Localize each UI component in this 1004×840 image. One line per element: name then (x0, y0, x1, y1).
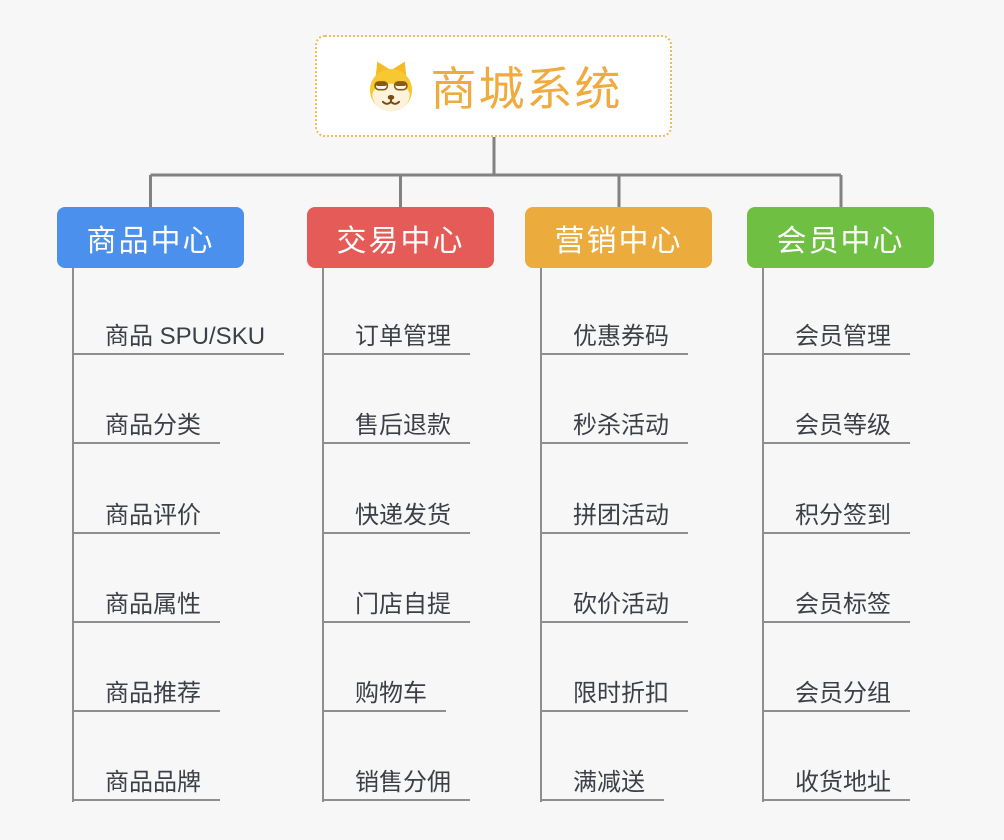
shiba-dog-icon (369, 61, 412, 112)
root-title: 商城系统 (430, 63, 623, 115)
leaf-node[interactable]: 售后退款 (322, 404, 470, 444)
leaf-node[interactable]: 限时折扣 (540, 672, 688, 712)
branch-trunk-line (540, 268, 542, 802)
leaf-node[interactable]: 优惠券码 (540, 315, 688, 355)
leaf-node[interactable]: 订单管理 (322, 315, 470, 355)
leaf-node[interactable]: 商品评价 (72, 494, 220, 534)
leaf-node[interactable]: 会员等级 (762, 404, 910, 444)
branch-node-trade-center[interactable]: 交易中心 (307, 207, 494, 268)
leaf-node[interactable]: 收货地址 (762, 761, 910, 801)
leaf-node[interactable]: 会员标签 (762, 583, 910, 623)
leaf-node[interactable]: 商品属性 (72, 583, 220, 623)
branch-member-center: 会员中心 会员管理 会员等级 积分签到 会员标签 会员分组 收货地址 (747, 207, 1004, 827)
branch-trunk-line (322, 268, 324, 802)
branch-trunk-line (762, 268, 764, 802)
leaf-node[interactable]: 商品品牌 (72, 761, 220, 801)
branch-node-member-center[interactable]: 会员中心 (747, 207, 934, 268)
leaf-node[interactable]: 积分签到 (762, 494, 910, 534)
leaf-node[interactable]: 商品 SPU/SKU (72, 315, 285, 355)
root-node-mall-system[interactable]: 商城系统 (315, 35, 672, 137)
branch-node-product-center[interactable]: 商品中心 (57, 207, 244, 268)
leaf-node[interactable]: 门店自提 (322, 583, 470, 623)
leaf-node[interactable]: 销售分佣 (322, 761, 470, 801)
leaf-node[interactable]: 砍价活动 (540, 583, 688, 623)
leaf-node[interactable]: 快递发货 (322, 494, 470, 534)
leaf-node[interactable]: 会员管理 (762, 315, 910, 355)
branch-marketing-center: 营销中心 优惠券码 秒杀活动 拼团活动 砍价活动 限时折扣 满减送 (525, 207, 785, 827)
leaf-node[interactable]: 满减送 (540, 761, 664, 801)
leaf-node[interactable]: 会员分组 (762, 672, 910, 712)
branch-trunk-line (72, 268, 74, 802)
leaf-node[interactable]: 商品推荐 (72, 672, 220, 712)
branch-product-center: 商品中心 商品 SPU/SKU 商品分类 商品评价 商品属性 商品推荐 商品品牌 (57, 207, 317, 827)
leaf-node[interactable]: 购物车 (322, 672, 446, 712)
branch-trade-center: 交易中心 订单管理 售后退款 快递发货 门店自提 购物车 销售分佣 (307, 207, 567, 827)
branch-node-marketing-center[interactable]: 营销中心 (525, 207, 712, 268)
leaf-node[interactable]: 拼团活动 (540, 494, 688, 534)
leaf-node[interactable]: 秒杀活动 (540, 404, 688, 444)
leaf-node[interactable]: 商品分类 (72, 404, 220, 444)
